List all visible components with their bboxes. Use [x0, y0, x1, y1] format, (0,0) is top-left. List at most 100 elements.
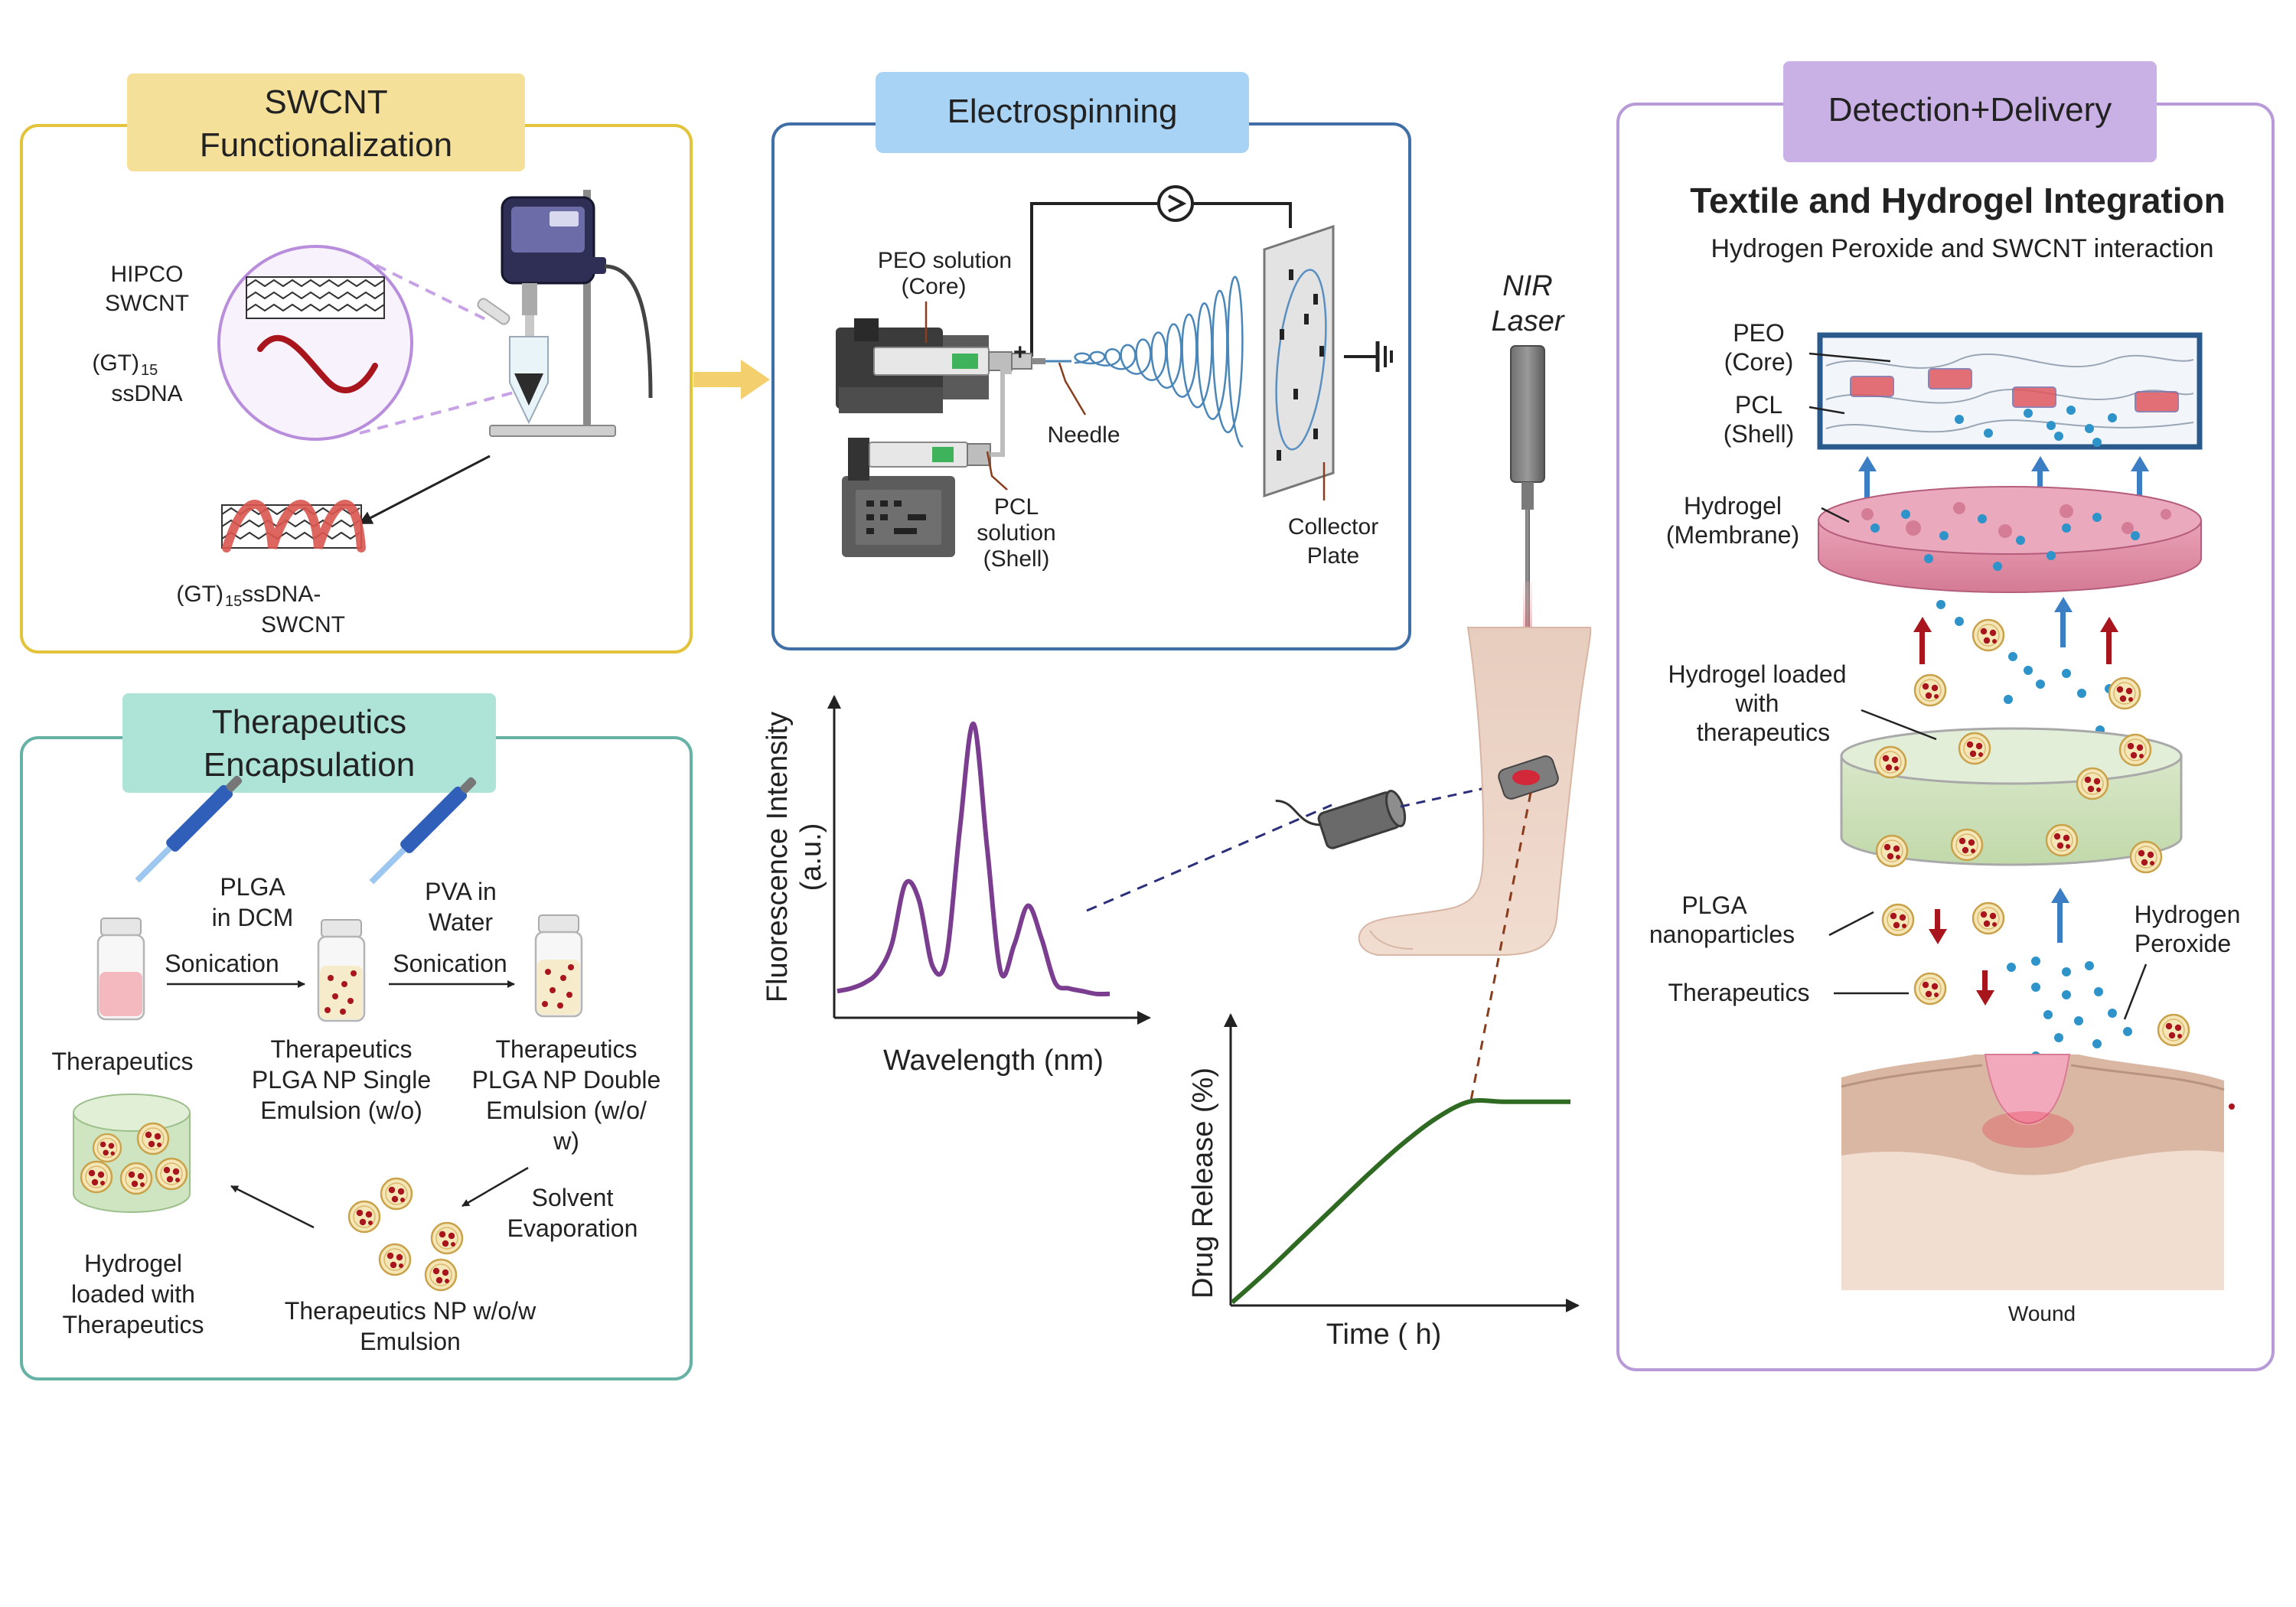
pcl-solution-label-line2: solution: [977, 520, 1055, 546]
panel-swcnt-title-line1: SWCNT: [264, 83, 387, 121]
electrospun-fiber-jet: [1074, 275, 1244, 448]
pipette-icon-2: [369, 777, 477, 885]
dna-wrapped-swcnt-icon: [221, 500, 366, 553]
integration-heading: Textile and Hydrogel Integration: [1690, 181, 2225, 220]
product-label-line1-a: (GT): [176, 582, 223, 607]
plga-np-label-line2: nanoparticles: [1649, 921, 1795, 948]
core-shell-textile-icon: [1817, 332, 2203, 450]
single-emulsion-vial-icon: [317, 918, 366, 1022]
peo-solution-label-line2: (Core): [901, 274, 966, 299]
hydrogel-therapeutics-label-line1: Hydrogel: [84, 1250, 182, 1277]
release-x-axis-label: Time ( h): [1326, 1319, 1442, 1351]
pipette-icon-1: [135, 775, 243, 883]
plga-dcm-label-line1: PLGA: [220, 873, 285, 901]
leg-to-release-line: [1469, 792, 1532, 1101]
hydrogel-membrane-label-line1: Hydrogel: [1684, 492, 1782, 520]
hydrogel-loaded-label-line2: with: [1735, 689, 1779, 717]
plga-np-label-line1: PLGA: [1681, 892, 1747, 919]
spectrum-series-line: [837, 721, 1110, 997]
therapeutics-loaded-hydrogel-icon: [1840, 727, 2183, 874]
hydrogel-loading-arrow: [230, 1185, 315, 1229]
drug-release-chart: Time ( h) Drug Release (%): [1187, 1013, 1580, 1351]
therapeutics-vial-icon: [96, 917, 145, 1021]
collector-plate-label-line2: Plate: [1307, 543, 1359, 569]
hydrogel-therapeutics-label-line3: Therapeutics: [63, 1311, 204, 1338]
double-emulsion-label-line4: w): [553, 1127, 579, 1155]
double-emulsion-label-line3: Emulsion (w/o/: [486, 1097, 647, 1124]
textile-pcl-label-line1: PCL: [1735, 391, 1782, 419]
gt-ssdna-label-line1: (GT): [92, 350, 139, 376]
sonication-label-1: Sonication: [165, 950, 279, 977]
np-emulsion-label-line2: Emulsion: [360, 1328, 461, 1355]
pva-water-label-line1: PVA in: [425, 878, 497, 905]
hipco-label-line2: SWCNT: [105, 291, 189, 316]
fluorescence-spectrum-chart: Wavelength (nm) Fluorescence Intensity (…: [762, 695, 1151, 1077]
panel-swcnt-title-box: [127, 73, 525, 171]
panel-therapeutics-title-line1: Therapeutics: [212, 703, 406, 741]
collector-plate-icon: [1263, 224, 1335, 498]
swcnt-process-arrow: [358, 455, 491, 525]
panel-detection-title-box: [1783, 61, 2157, 162]
solvent-evaporation-label-line2: Evaporation: [507, 1214, 638, 1242]
panel-electrospinning-title-box: [876, 72, 1249, 153]
spectrum-x-axis-label: Wavelength (nm): [883, 1045, 1104, 1077]
pcl-solution-label-line3: (Shell): [983, 546, 1050, 572]
panel-transition-arrow: [693, 360, 770, 399]
nir-laser-label-line2: Laser: [1491, 305, 1564, 337]
product-label-line2: SWCNT: [261, 612, 345, 637]
nanoparticle-cluster-icon: [347, 1177, 464, 1292]
hydrogel-therapeutics-label-line2: loaded with: [71, 1280, 195, 1308]
laser-housing-icon: [1510, 345, 1545, 483]
panel-therapeutics-encapsulation: Therapeutics Encapsulation PLGA: [20, 693, 693, 1380]
pva-water-label-line2: Water: [429, 908, 494, 936]
sonication-label-2: Sonication: [393, 950, 507, 977]
textile-peo-label-line2: (Core): [1724, 348, 1794, 376]
panel-therapeutics-title-box: [122, 693, 496, 793]
sonicator-icon: [477, 190, 653, 437]
wound-label: Wound: [2008, 1302, 2076, 1325]
panel-swcnt-title-line2: Functionalization: [200, 126, 452, 164]
spectrum-y-axis-label-line2: (a.u.): [795, 823, 827, 892]
wound-tissue-icon: [1841, 1054, 2235, 1290]
panel-detection-delivery: Detection+Delivery Textile and Hydrogel …: [1616, 61, 2275, 1371]
hydrogen-peroxide-label-line2: Peroxide: [2135, 930, 2231, 957]
lower-arrows: [1929, 888, 2069, 1006]
needle-label: Needle: [1047, 422, 1120, 448]
ssdna-strand-icon: [257, 334, 378, 393]
release-y-axis-label: Drug Release (%): [1187, 1068, 1219, 1299]
peroxide-particles-middle: [1936, 600, 2114, 735]
np-free-upper: [1913, 618, 2141, 710]
panel-detection-title: Detection+Delivery: [1828, 91, 2112, 129]
gt-ssdna-label-subscript: 15: [141, 362, 158, 379]
gt-ssdna-label-line2: ssDNA: [111, 381, 182, 406]
nir-laser-label-line1: NIR: [1502, 270, 1552, 302]
hydrogen-peroxide-label-line1: Hydrogen: [2135, 901, 2241, 928]
hydrogel-membrane-icon: [1818, 486, 2202, 593]
textile-peo-label-line1: PEO: [1733, 319, 1785, 347]
collector-plate-label-line1: Collector: [1288, 514, 1378, 539]
product-label-line1-b: ssDNA-: [242, 582, 321, 607]
solvent-evaporation-label-line1: Solvent: [532, 1184, 614, 1211]
leg-foot-icon: [1358, 627, 1592, 956]
hydrogel-loaded-label-line1: Hydrogel loaded: [1668, 660, 1846, 688]
panel-swcnt-functionalization: SWCNT Functionalization HIPCO SWCNT (GT)…: [20, 73, 693, 654]
therapeutics-label: Therapeutics: [1668, 979, 1810, 1006]
panel-electrospinning: Electrospinning: [771, 72, 1411, 650]
double-emulsion-label-line2: PLGA NP Double: [472, 1066, 661, 1094]
product-label-subscript: 15: [225, 593, 242, 610]
spectrum-y-axis-label-line1: Fluorescence Intensity: [762, 712, 794, 1002]
voltage-circuit: [1030, 185, 1393, 372]
solvent-evaporation-arrow: [461, 1166, 529, 1208]
single-emulsion-label-line3: Emulsion (w/o): [260, 1097, 422, 1124]
positive-terminal-label: +: [1013, 340, 1027, 365]
panel-electrospinning-title: Electrospinning: [947, 93, 1178, 130]
hydrogel-loaded-label-line3: therapeutics: [1697, 719, 1830, 746]
pcl-solution-label-line1: PCL: [994, 494, 1039, 520]
hydrogel-membrane-label-line2: (Membrane): [1666, 521, 1799, 549]
peo-solution-label-line1: PEO solution: [878, 248, 1012, 273]
therapeutics-vial-label: Therapeutics: [52, 1048, 194, 1075]
double-emulsion-label-line1: Therapeutics: [496, 1035, 638, 1063]
voltmeter-icon: [1157, 185, 1194, 222]
detector-signal-line: [1086, 804, 1332, 912]
